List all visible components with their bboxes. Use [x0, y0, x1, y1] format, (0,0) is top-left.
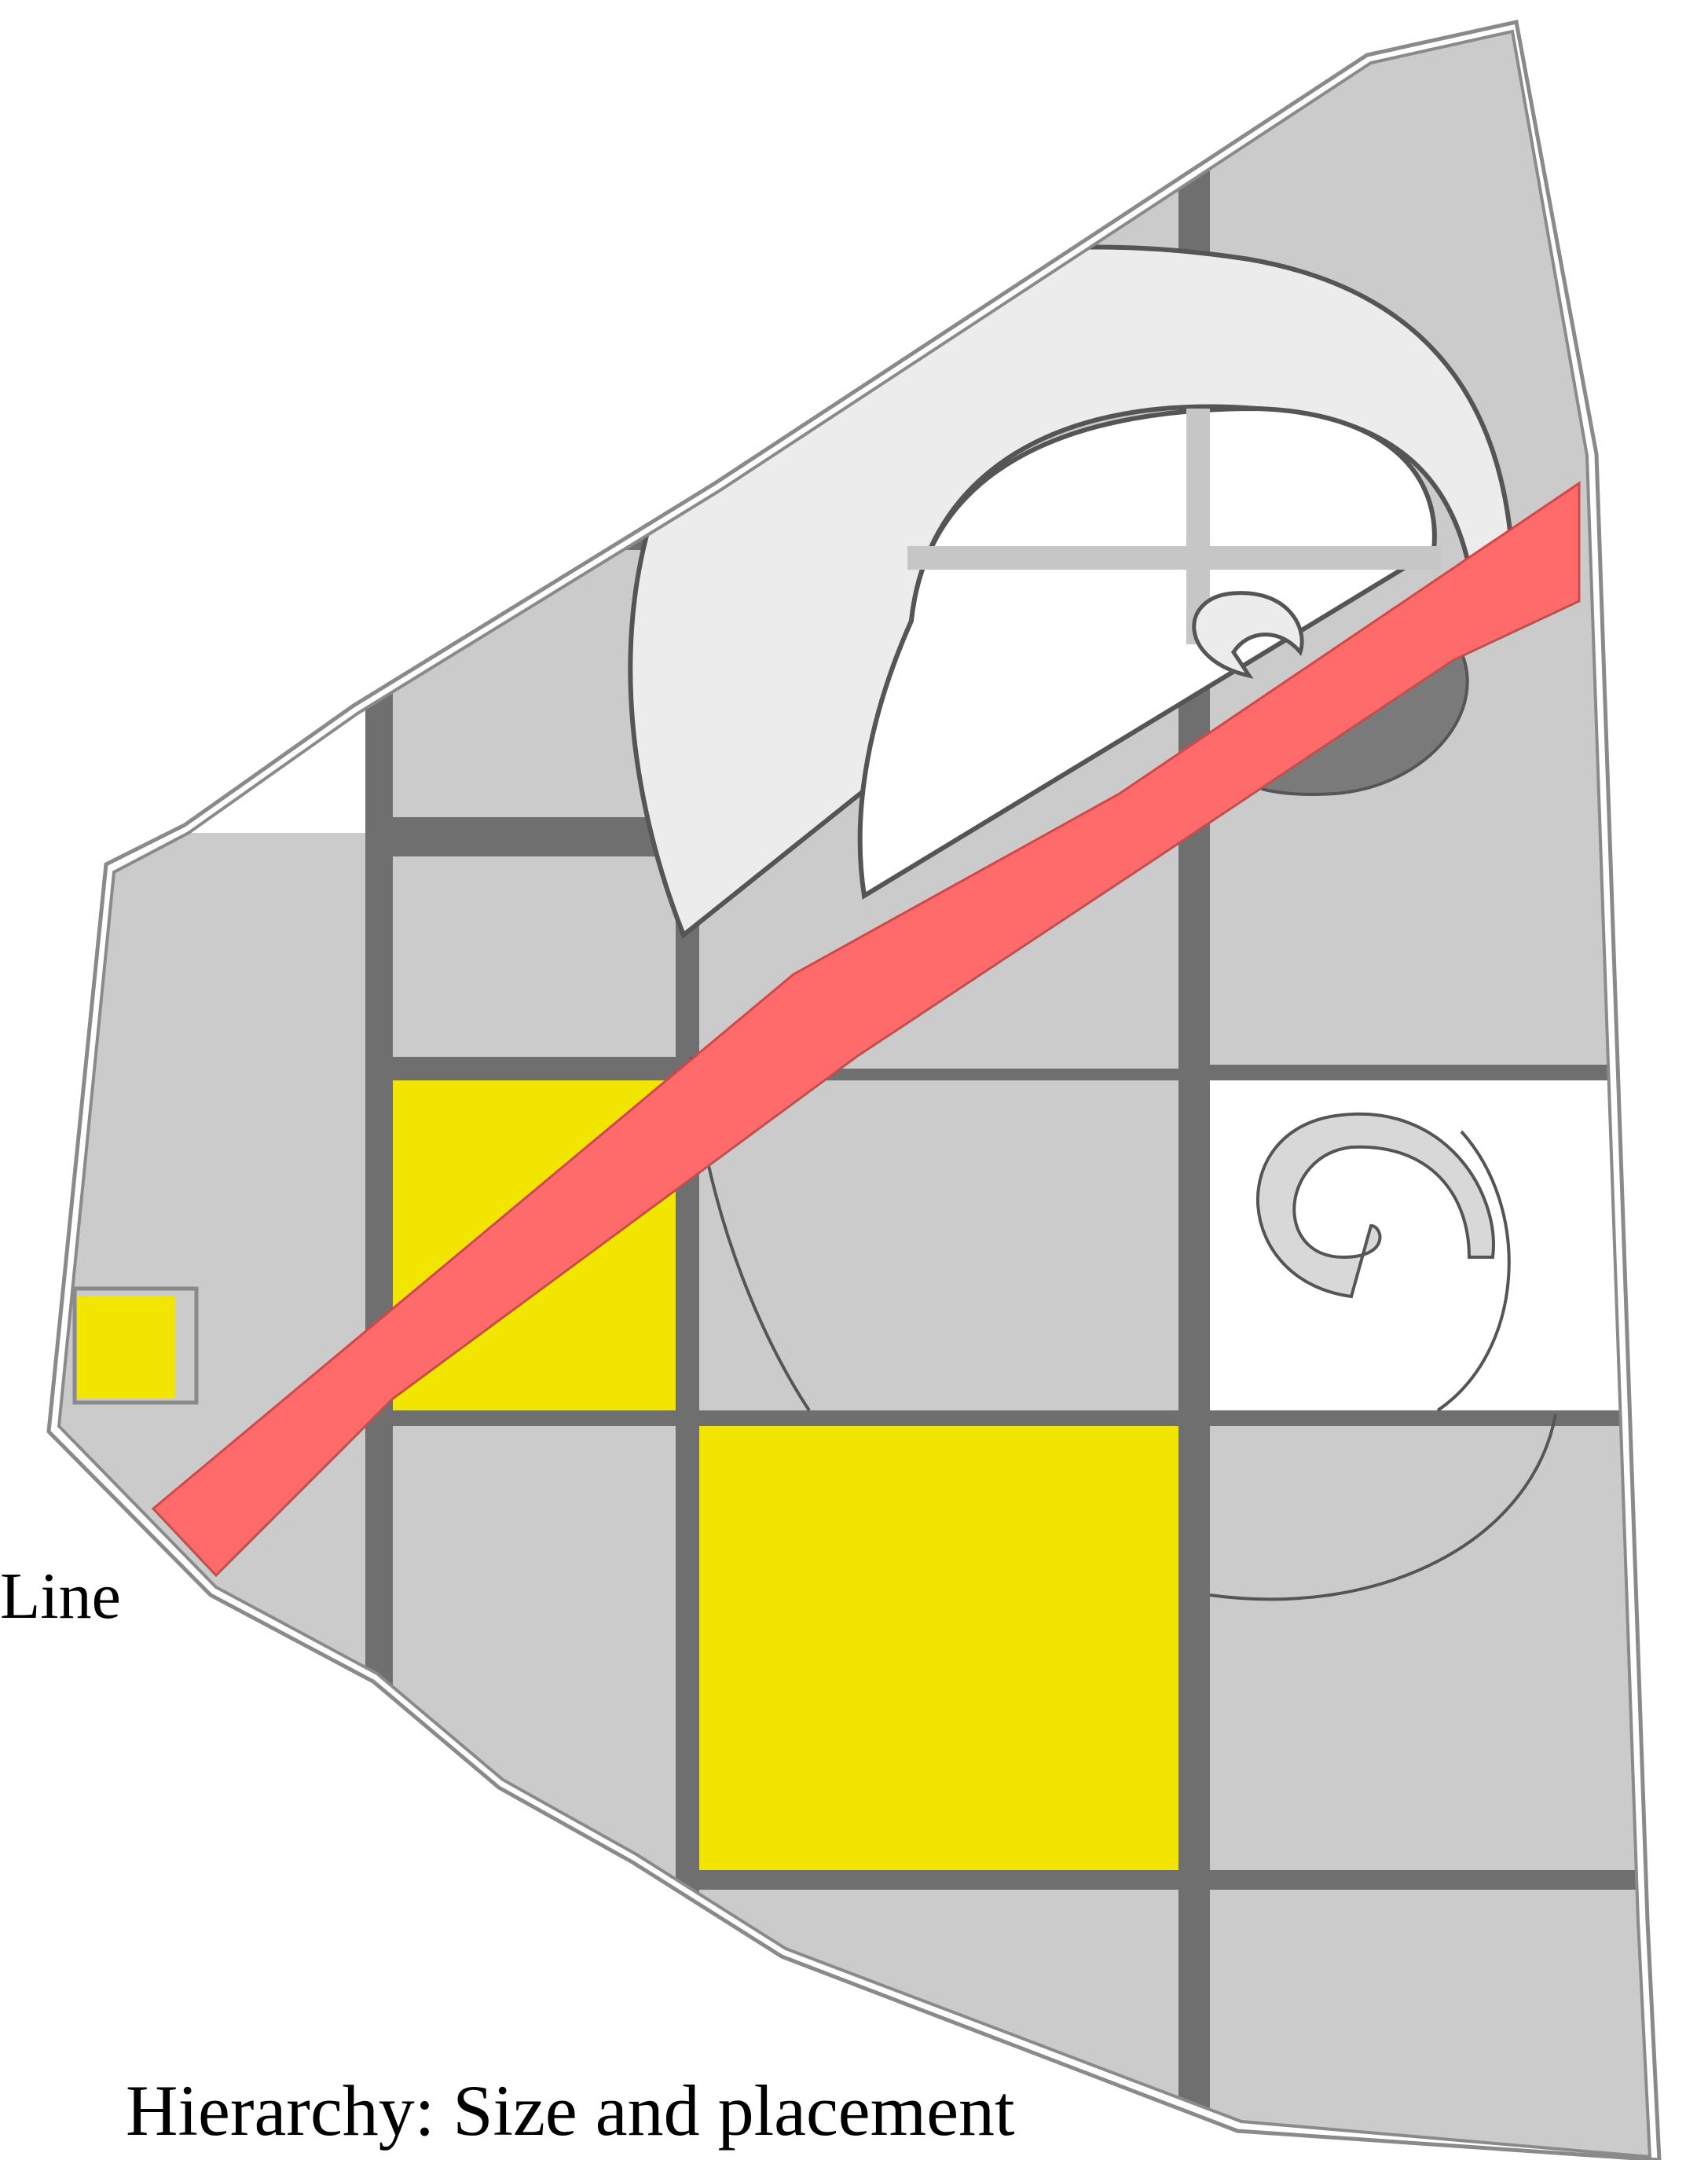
panel: [699, 1080, 1178, 1410]
panel: [1210, 1426, 1650, 1870]
panel-yellow-large: [699, 1426, 1178, 1870]
line-label: Line: [0, 1564, 121, 1630]
panel: [1210, 1890, 1650, 2157]
yellow-square-small: [77, 1296, 175, 1399]
hierarchy-caption: Hierarchy: Size and placement: [126, 2074, 1015, 2147]
panel: [393, 856, 676, 1057]
window-grid-bar: [907, 546, 1442, 570]
